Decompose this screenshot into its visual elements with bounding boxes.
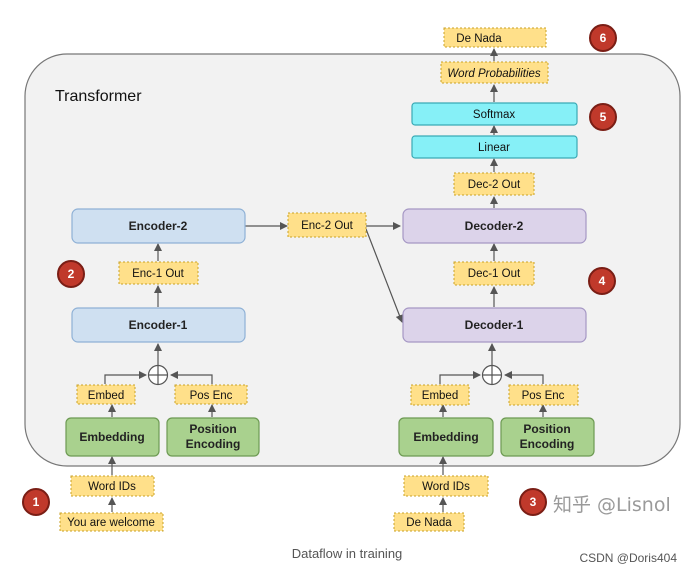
word-probabilities-label: Word Probabilities: [447, 68, 541, 80]
decoder-posenc-tag: Pos Enc: [508, 384, 579, 406]
decoder-add-icon: [481, 364, 503, 386]
decoder-2-block: Decoder-2: [402, 208, 587, 244]
encoder-embedding-block: Embedding: [65, 417, 160, 457]
encoder-1-label: Encoder-1: [129, 318, 188, 332]
encoder-input-label: You are welcome: [67, 517, 155, 529]
encoder-wordids-label: Word IDs: [88, 481, 136, 493]
enc1-out-label: Enc-1 Out: [132, 268, 185, 280]
decoder-position-encoding-line2: Encoding: [520, 437, 575, 451]
arrow-embed-to-add: [104, 371, 147, 384]
decoder-posenc-label: Pos Enc: [522, 390, 565, 402]
encoder-posenc-tag: Pos Enc: [174, 384, 248, 405]
step-4-label: 4: [599, 274, 606, 288]
dec2-out-label: Dec-2 Out: [468, 179, 521, 191]
decoder-position-encoding-line1: Position: [523, 422, 570, 436]
credit-text: CSDN @Doris404: [579, 551, 677, 565]
decoder-embedding-label: Embedding: [413, 430, 478, 444]
watermark-text: 知乎 @Lisnol: [553, 494, 671, 516]
step-1-badge: 1: [22, 488, 50, 516]
decoder-wordids-tag: Word IDs: [403, 475, 489, 497]
decoder-input-label: De Nada: [406, 517, 452, 529]
enc2-out-label: Enc-2 Out: [301, 220, 354, 232]
arrow-enc2out-to-decoder1: [365, 228, 404, 323]
decoder-position-encoding-block: Position Encoding: [500, 417, 595, 457]
enc1-out-tag: Enc-1 Out: [118, 261, 199, 285]
linear-label: Linear: [478, 142, 510, 154]
dec2-out-tag: Dec-2 Out: [453, 172, 535, 196]
word-probabilities-tag: Word Probabilities: [440, 61, 549, 84]
encoder-wordids-tag: Word IDs: [70, 475, 155, 497]
decoder-input-tag: De Nada: [393, 512, 465, 532]
step-3-badge: 3: [519, 488, 547, 516]
encoder-2-label: Encoder-2: [129, 219, 188, 233]
decoder-embed-label: Embed: [422, 390, 458, 402]
output-tag: De Nada: [443, 27, 547, 48]
step-6-badge: 6: [589, 24, 617, 52]
encoder-posenc-label: Pos Enc: [190, 390, 233, 402]
arrow-dec-posenc-to-add: [504, 371, 544, 384]
decoder-wordids-label: Word IDs: [422, 481, 470, 493]
decoder-embed-tag: Embed: [410, 384, 470, 406]
decoder-1-label: Decoder-1: [465, 318, 524, 332]
dec1-out-tag: Dec-1 Out: [453, 261, 535, 286]
encoder-embed-label: Embed: [88, 390, 124, 402]
decoder-embedding-block: Embedding: [398, 417, 494, 457]
encoder-1-block: Encoder-1: [71, 307, 246, 343]
encoder-embed-tag: Embed: [76, 384, 136, 405]
step-1-label: 1: [33, 495, 40, 509]
linear-block: Linear: [411, 135, 578, 159]
step-6-label: 6: [600, 31, 607, 45]
step-3-label: 3: [530, 495, 537, 509]
encoder-position-encoding-line2: Encoding: [186, 437, 241, 451]
step-2-badge: 2: [57, 260, 85, 288]
arrow-dec-embed-to-add: [439, 371, 481, 384]
encoder-2-block: Encoder-2: [71, 208, 246, 244]
step-5-label: 5: [600, 110, 607, 124]
encoder-position-encoding-block: Position Encoding: [166, 417, 260, 457]
enc2-out-tag: Enc-2 Out: [287, 212, 367, 238]
encoder-input-tag: You are welcome: [59, 512, 164, 532]
arrow-posenc-to-add: [170, 371, 213, 384]
encoder-position-encoding-line1: Position: [189, 422, 236, 436]
step-2-label: 2: [68, 267, 75, 281]
step-5-badge: 5: [589, 103, 617, 131]
caption-text: Dataflow in training: [292, 546, 403, 561]
step-4-badge: 4: [588, 267, 616, 295]
encoder-embedding-label: Embedding: [79, 430, 144, 444]
output-label: De Nada: [456, 33, 502, 45]
dec1-out-label: Dec-1 Out: [468, 268, 521, 280]
transformer-title: Transformer: [55, 88, 142, 105]
softmax-label: Softmax: [473, 109, 515, 121]
encoder-add-icon: [147, 364, 169, 386]
softmax-block: Softmax: [411, 102, 578, 126]
decoder-2-label: Decoder-2: [465, 219, 524, 233]
decoder-1-block: Decoder-1: [402, 307, 587, 343]
